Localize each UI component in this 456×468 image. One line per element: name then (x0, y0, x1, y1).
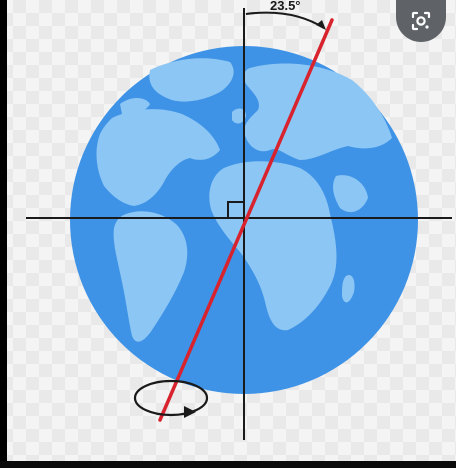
tilt-angle-label: 23.5° (270, 0, 301, 13)
left-border (0, 0, 7, 468)
eurasia (244, 64, 392, 160)
tilt-angle-arc (246, 13, 324, 28)
rotation-arrowhead (184, 406, 196, 418)
google-lens-icon (409, 9, 433, 33)
tilt-angle-arrowhead (316, 20, 326, 30)
bottom-border (0, 461, 456, 468)
